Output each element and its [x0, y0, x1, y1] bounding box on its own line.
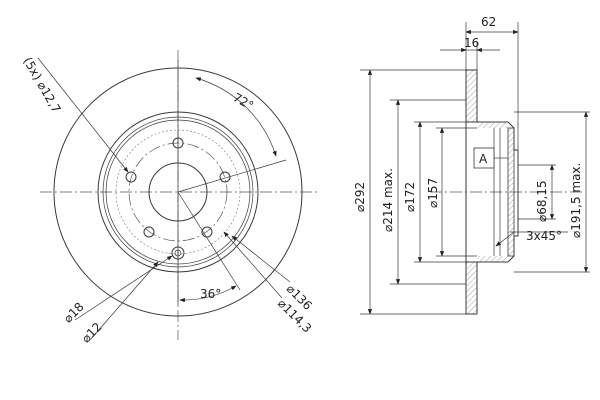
angle-ray — [177, 191, 241, 291]
dim-172-label: ⌀172 — [403, 182, 417, 212]
dim-214-label: ⌀214 max. — [381, 168, 395, 232]
friction-ring-top — [465, 69, 478, 123]
bolt-hole-label: (5x) ⌀12,7 — [20, 55, 63, 116]
hat-wall-top — [477, 122, 508, 128]
chamfer-label: 3x45° — [526, 229, 562, 243]
angle-72-label: 72° — [231, 90, 256, 113]
chamfer-arrow — [495, 231, 515, 247]
pcd-114-leader — [223, 231, 283, 299]
front-view: 72° 36° (5x) ⌀12,7 ⌀18 ⌀12 ⌀136 ⌀114,3 — [20, 50, 320, 346]
dim-191-label: ⌀191,5 max. — [569, 163, 583, 238]
hat-outline — [477, 121, 519, 263]
angle-72-arc — [195, 77, 277, 157]
bore-12-leader — [89, 261, 159, 341]
bolt-hole — [143, 226, 155, 238]
section-view: 62 16 ⌀292 ⌀214 max. ⌀172 ⌀157 A ⌀68 — [353, 15, 590, 315]
hat-flange — [507, 127, 515, 257]
angle-ray — [177, 159, 287, 193]
bore-12-label: ⌀12 — [79, 320, 105, 346]
bolt-hole — [125, 171, 137, 183]
bolt-hole — [219, 171, 231, 183]
dim-68-label: ⌀68,15 — [535, 180, 549, 222]
bore-18-leader — [74, 255, 173, 321]
dim-16-label: 16 — [464, 36, 479, 50]
angle-36-label: 36° — [200, 287, 221, 301]
bolt-hole — [201, 226, 213, 238]
dim-62-label: 62 — [481, 15, 496, 29]
datum-label: A — [479, 152, 488, 166]
bolt-hole-leader — [37, 57, 129, 173]
dim-292-label: ⌀292 — [353, 182, 367, 212]
angle-36-arc — [179, 285, 237, 303]
hat-wall-bottom — [477, 256, 508, 262]
dim-157-label: ⌀157 — [426, 178, 440, 208]
bore-18-label: ⌀18 — [61, 300, 87, 326]
pcd-136-leader — [231, 235, 291, 283]
friction-ring-bottom — [465, 261, 478, 315]
